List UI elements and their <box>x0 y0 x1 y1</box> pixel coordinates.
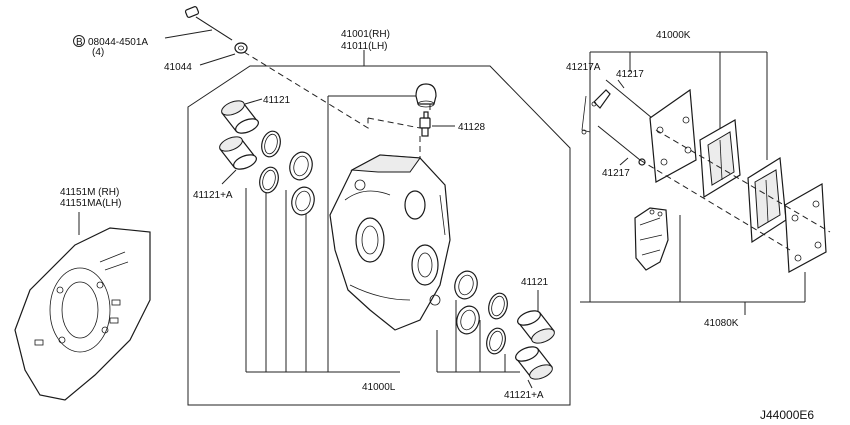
bolt-circle-ring <box>73 35 85 47</box>
piston-lower-1-icon <box>517 310 555 344</box>
piston-lower-2-icon <box>515 346 553 380</box>
shield-rh-part-number: 41151M (RH) <box>60 187 119 198</box>
piston-seal-upper-icon <box>259 130 315 216</box>
diagram-code: J44000E6 <box>760 408 814 422</box>
pad-kit-leader <box>580 51 768 303</box>
piston-seal-lower-part-number: 41121+A <box>504 390 544 401</box>
washer-part-number: 41044 <box>164 62 192 73</box>
bolt-part-number: 08044-4501A <box>88 37 148 48</box>
piston-upper-1-icon <box>221 100 259 134</box>
bleeder-bracket <box>327 95 420 372</box>
bolt-quantity: (4) <box>92 47 104 58</box>
brake-pad-outer-icon <box>747 156 787 244</box>
body-leader-lines-left <box>245 188 400 373</box>
pad-shim-upper-icon <box>649 88 697 183</box>
pad-pin-upper-icon <box>605 79 658 124</box>
pin-upper-leader <box>617 79 625 89</box>
caliper-body-icon <box>329 154 451 331</box>
pin-clip-icon <box>581 89 611 135</box>
bolt-circle-badge: B <box>76 37 83 48</box>
pad-alignment-dashline <box>639 129 831 251</box>
piston-seal-upper-part-number: 41121+A <box>193 190 233 201</box>
washer-leader <box>199 53 236 66</box>
pin-lower-part-number: 41217 <box>602 168 630 179</box>
piston-seal-lower-leader <box>527 379 533 389</box>
caliper-lh-part-number: 41011(LH) <box>341 41 388 52</box>
pin-upper-part-number: 41217 <box>616 69 644 80</box>
piston-upper-2-icon <box>219 136 257 170</box>
pad-kit-part-number: 41000K <box>656 30 691 41</box>
piston-upper-part-number: 41121 <box>263 95 291 106</box>
pad-shim-outer-icon <box>784 183 827 273</box>
brake-pad-inner-icon <box>699 119 741 199</box>
body-leader-lines-right <box>437 290 539 373</box>
pin-lower-leader <box>619 157 629 166</box>
piston-seal-upper-leader <box>221 169 237 185</box>
hardware-kit-part-number: 41080K <box>704 318 739 329</box>
hardware-kit-leader <box>679 215 806 315</box>
bolt-leader <box>164 29 213 39</box>
bolt-icon <box>184 6 233 41</box>
piston-lower-part-number: 41121 <box>521 277 549 288</box>
caliper-body-part-number: 41000L <box>362 382 396 393</box>
shield-lh-part-number: 41151MA(LH) <box>60 198 122 209</box>
bleeder-screw-icon <box>419 111 431 137</box>
bleeder-part-number: 41128 <box>458 122 486 133</box>
bleeder-mount-dashline <box>367 104 431 160</box>
pad-pin-lower-icon <box>597 125 646 166</box>
piston-seal-lower-icon <box>454 270 508 355</box>
washer-icon <box>234 42 248 54</box>
splash-shield-icon <box>14 227 151 401</box>
piston-upper-leader <box>244 98 263 105</box>
anti-rattle-spring-icon <box>634 207 669 271</box>
caliper-rh-part-number: 41001(RH) <box>341 29 390 40</box>
caliper-assembly-frame <box>187 65 571 406</box>
dust-cap-icon <box>415 83 437 108</box>
bolt-mount-dashline <box>243 51 369 129</box>
pin-clip-part-number: 41217A <box>566 62 601 73</box>
